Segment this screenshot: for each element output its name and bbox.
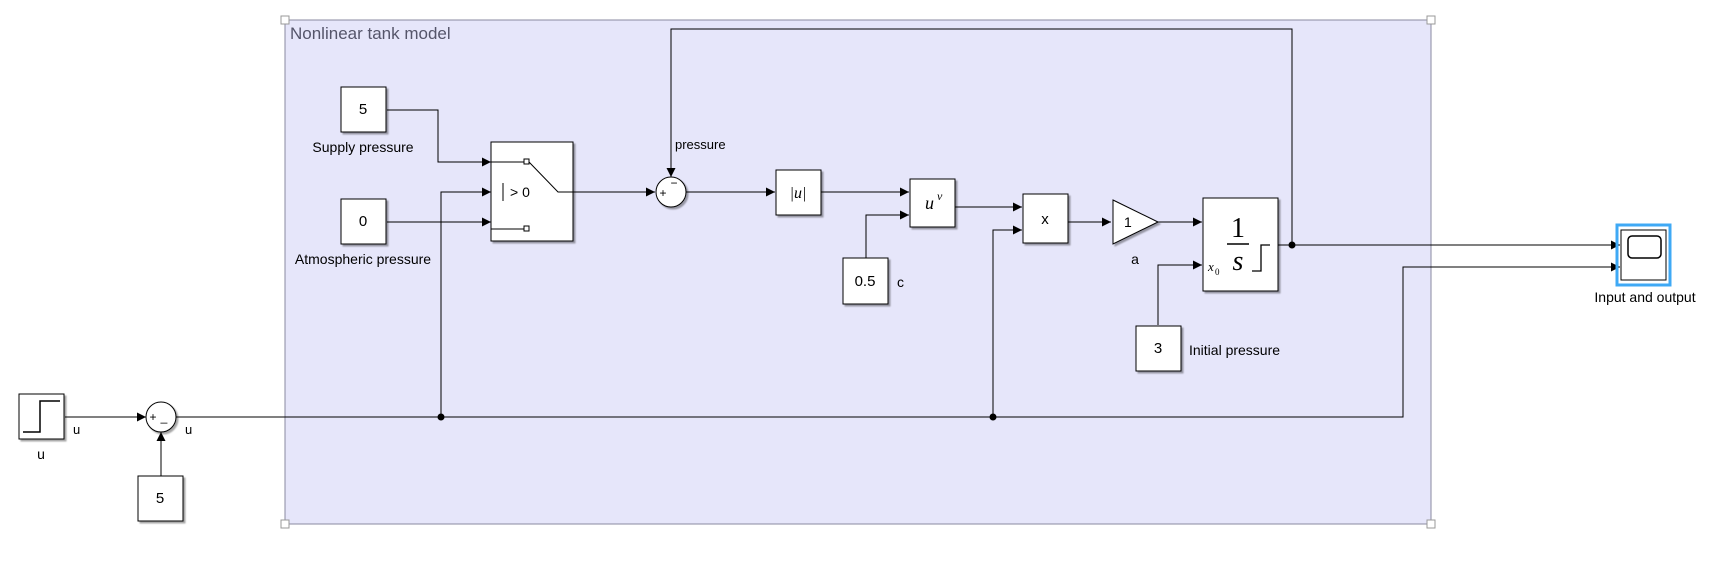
power-block[interactable]: u v: [909, 178, 956, 228]
c-constant-value: 0.5: [855, 273, 876, 290]
signal-u-to-switch[interactable]: [440, 187, 491, 417]
step-icon: [23, 400, 60, 433]
signal-supply-to-switch[interactable]: [387, 109, 491, 167]
atmospheric-pressure-block[interactable]: 0: [340, 198, 387, 245]
signal-u-to-product[interactable]: [992, 225, 1022, 417]
integrator-denominator: s: [1233, 246, 1244, 277]
scope-label: Input and output: [1594, 289, 1695, 305]
input-sum-block[interactable]: + _: [145, 401, 177, 433]
product-block[interactable]: x: [1022, 193, 1069, 244]
initial-pressure-value: 3: [1154, 340, 1162, 357]
supply-pressure-label: Supply pressure: [312, 139, 413, 155]
signal-label-u-sum: u: [185, 422, 192, 437]
scope-selection-highlight: [1615, 223, 1672, 287]
input-sum-sign-minus: _: [160, 410, 168, 424]
pressure-sum-sign-minus: −: [670, 176, 677, 190]
step-label: u: [37, 446, 45, 462]
branch-point-u-switch: [437, 413, 445, 421]
signal-c-to-pow[interactable]: [865, 210, 909, 258]
power-exponent: v: [937, 189, 943, 203]
scope-block[interactable]: [1615, 223, 1672, 287]
c-constant-label: c: [897, 274, 904, 290]
switch-block[interactable]: > 0: [490, 141, 574, 242]
gain-block[interactable]: 1: [1112, 199, 1160, 245]
area-resize-handle-br[interactable]: [1426, 519, 1436, 529]
input-sum-sign-plus: +: [149, 410, 156, 424]
supply-pressure-block[interactable]: 5: [340, 86, 387, 133]
signal-init-to-integrator[interactable]: [1157, 260, 1202, 325]
integrator-ic-port: x: [1207, 259, 1214, 274]
power-base: u: [925, 193, 934, 213]
integrator-numerator: 1: [1231, 213, 1245, 244]
pressure-sum-sign-plus: +: [659, 186, 666, 200]
integrator-block[interactable]: 1 s x 0: [1202, 197, 1279, 292]
signal-lines: [65, 28, 1620, 476]
bias-constant-block[interactable]: 5: [137, 475, 184, 522]
signal-feedback-pressure[interactable]: [666, 28, 1293, 245]
area-resize-handle-bl[interactable]: [280, 519, 290, 529]
signal-u-main[interactable]: [176, 262, 1620, 418]
signal-label-u-step: u: [73, 422, 80, 437]
area-resize-handle-tl[interactable]: [280, 15, 290, 25]
branch-point-pressure: [1288, 241, 1296, 249]
atmospheric-pressure-value: 0: [359, 213, 367, 230]
step-block[interactable]: [18, 393, 65, 440]
pressure-sum-block[interactable]: + −: [655, 176, 687, 208]
gain-label: a: [1131, 251, 1139, 267]
abs-block[interactable]: |u|: [775, 169, 822, 216]
initial-pressure-label: Initial pressure: [1189, 342, 1280, 358]
scope-icon: [1627, 235, 1662, 259]
gain-value: 1: [1124, 214, 1132, 230]
c-constant-block[interactable]: 0.5: [842, 257, 889, 305]
supply-pressure-value: 5: [359, 101, 367, 118]
initial-pressure-block[interactable]: 3: [1135, 325, 1182, 372]
integral-icon: [1252, 244, 1270, 272]
switch-icon: [491, 158, 573, 232]
area-resize-handle-tr[interactable]: [1426, 15, 1436, 25]
signal-label-pressure: pressure: [675, 137, 726, 152]
area-title: Nonlinear tank model: [290, 24, 451, 43]
atmospheric-pressure-label: Atmospheric pressure: [295, 251, 431, 267]
abs-function: |u|: [790, 185, 807, 202]
branch-point-u-product: [989, 413, 997, 421]
product-symbol: x: [1041, 211, 1049, 228]
integrator-ic-sub: 0: [1215, 267, 1220, 277]
bias-constant-value: 5: [156, 490, 164, 507]
switch-criteria: > 0: [510, 184, 530, 200]
